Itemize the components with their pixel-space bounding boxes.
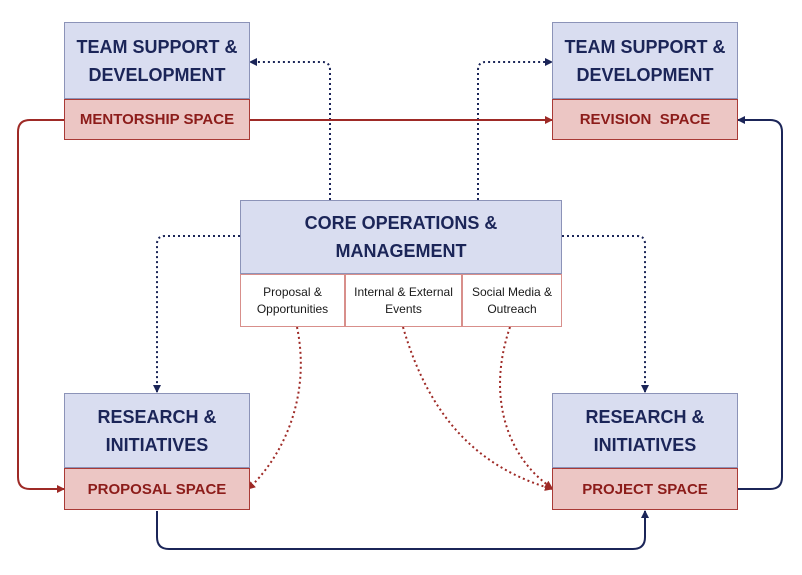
connector-core-to-top-left <box>249 58 331 200</box>
top-right-team-support-box: TEAM SUPPORT & DEVELOPMENT <box>552 22 738 99</box>
sub-label-events: Internal & External Events <box>354 284 453 316</box>
top-right-title: TEAM SUPPORT & DEVELOPMENT <box>564 36 726 85</box>
proposal-space-box: PROPOSAL SPACE <box>64 468 250 510</box>
sub-box-events: Internal & External Events <box>345 274 462 327</box>
connector-opportunities-proposal <box>247 319 302 490</box>
project-space-label: PROJECT SPACE <box>582 480 708 498</box>
connector-core-to-top-right <box>477 58 553 200</box>
connector-mentorship-to-proposal <box>17 116 71 493</box>
sub-box-outreach: Social Media & Outreach <box>462 274 562 327</box>
bottom-left-research-box: RESEARCH & INITIATIVES <box>64 393 250 468</box>
project-space-box: PROJECT SPACE <box>552 468 738 510</box>
mentorship-space-label: MENTORSHIP SPACE <box>79 111 235 128</box>
connector-outreach-project <box>499 319 553 489</box>
sub-label-outreach: Social Media & Outreach <box>471 284 553 316</box>
bottom-right-title: RESEARCH & INITIATIVES <box>585 406 705 455</box>
core-operations-title: CORE OPERATIONS & MANAGEMENT <box>304 213 498 261</box>
connector-project-to-revision <box>737 116 783 490</box>
connector-events-project <box>397 319 553 491</box>
connector-proposal-to-project <box>156 510 649 550</box>
connector-core-to-bottom-left <box>153 235 240 393</box>
bottom-left-title: RESEARCH & INITIATIVES <box>97 406 217 455</box>
revision-space-label: REVISION SPACE <box>579 111 711 128</box>
connector-core-to-bottom-right <box>562 235 649 393</box>
revision-space-box: REVISION SPACE <box>552 99 738 140</box>
top-left-title: TEAM SUPPORT & DEVELOPMENT <box>76 36 238 85</box>
mentorship-space-box: MENTORSHIP SPACE <box>64 99 250 140</box>
sub-box-opportunities: Proposal & Opportunities <box>240 274 345 327</box>
top-left-team-support-box: TEAM SUPPORT & DEVELOPMENT <box>64 22 250 99</box>
sub-label-opportunities: Proposal & Opportunities <box>256 284 329 316</box>
bottom-right-research-box: RESEARCH & INITIATIVES <box>552 393 738 468</box>
proposal-space-label: PROPOSAL SPACE <box>87 480 227 498</box>
core-operations-box: CORE OPERATIONS & MANAGEMENT <box>240 200 562 274</box>
